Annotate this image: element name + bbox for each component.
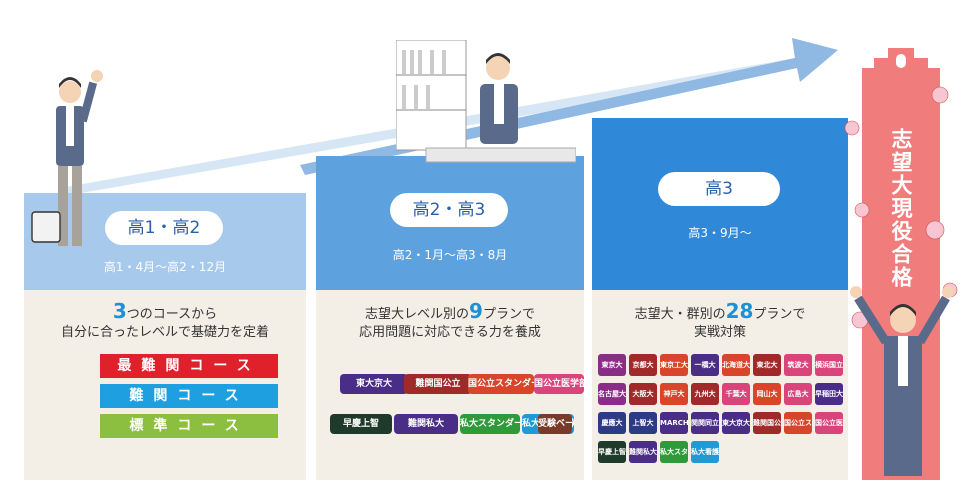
- panel-2-number: 9: [469, 299, 483, 323]
- plan-chip: 岡山大: [753, 383, 781, 405]
- panel-3-line2: 実戦対策: [693, 325, 746, 340]
- plan-chip: MARCH: [660, 412, 688, 434]
- plan-chip: 早稲田大: [815, 383, 843, 405]
- panel-2-line1-pre: 志望大レベル別の: [365, 307, 470, 322]
- panel-stage-1: 3つのコースから 自分に合ったレベルで基礎力を定着 最難関コース 難関コース 標…: [24, 290, 306, 480]
- panel-3-line1-post: プランで: [753, 307, 806, 322]
- panel-1-line1: つのコースから: [126, 307, 218, 322]
- course-1: 最難関コース: [100, 354, 278, 378]
- plan-chip: 難関私大: [629, 441, 657, 463]
- tower-top: [862, 48, 940, 82]
- plan-chip: 北海道大: [722, 354, 750, 376]
- panel-stage-2: 志望大レベル別の9プランで 応用問題に対応できる力を養成 東大京大難関国公立国公…: [316, 290, 584, 480]
- plan-badge: 国公立スタンダード: [468, 374, 534, 394]
- plan-chip: 東京工大: [660, 354, 688, 376]
- plan-chip: 東北大: [753, 354, 781, 376]
- panel-3-text: 志望大・群別の28プランで 実戦対策: [592, 299, 848, 342]
- course-2: 難関コース: [100, 384, 278, 408]
- plan-chip: 広島大: [784, 383, 812, 405]
- course-3: 標準コース: [100, 414, 278, 438]
- plan-chip: 神戸大: [660, 383, 688, 405]
- plan-badge: 受験ベーシック: [538, 414, 572, 434]
- student-studying-illustration: [396, 40, 576, 163]
- panel-2-text: 志望大レベル別の9プランで 応用問題に対応できる力を養成: [316, 299, 584, 342]
- panel-3-number: 28: [725, 299, 754, 323]
- panel-3-line1-pre: 志望大・群別の: [634, 307, 726, 322]
- stage-3-period: 高3・9月〜: [688, 226, 752, 240]
- panel-1-text: 3つのコースから 自分に合ったレベルで基礎力を定着: [24, 299, 306, 342]
- plan-chip: 関関同立: [691, 412, 719, 434]
- panel-1-number: 3: [112, 299, 127, 323]
- plan-chip: 国公立医学: [815, 412, 843, 434]
- plan-chip: 九州大: [691, 383, 719, 405]
- goal-text: 志望大現役合格: [889, 128, 913, 289]
- plan-chip: 筑波大: [784, 354, 812, 376]
- panel-stage-3: 志望大・群別の28プランで 実戦対策 東京大京都大東京工大一橋大北海道大東北大筑…: [592, 290, 848, 480]
- stage-2-pill: 高2・高3: [390, 193, 508, 227]
- stage-2-period: 高2・1月〜高3・8月: [392, 248, 508, 262]
- plan-chip: 私大看護: [691, 441, 719, 463]
- plan-chip: 私大スタ: [660, 441, 688, 463]
- panel-2-line2: 応用問題に対応できる力を養成: [359, 325, 541, 340]
- plan-badge: 国公立医学部: [534, 374, 584, 394]
- plan-chip: 千葉大: [722, 383, 750, 405]
- plan-chip: 東京大: [598, 354, 626, 376]
- plan-chip: 名古屋大: [598, 383, 626, 405]
- panel-2-line1-post: プランで: [482, 307, 535, 322]
- stage-1-period: 高1・4月〜高2・12月: [103, 260, 227, 274]
- plan-chip: 上智大: [629, 412, 657, 434]
- plan-badge: 難関私大: [394, 414, 458, 434]
- plan-chip: 京都大: [629, 354, 657, 376]
- plan-chip: 東大京大: [722, 412, 750, 434]
- plan-badge: 東大京大: [340, 374, 408, 394]
- plan-badge: 私大スタンダード: [460, 414, 520, 434]
- plan-chip: 国公立スタ: [784, 412, 812, 434]
- student-fist-illustration: [31, 70, 103, 246]
- panel-1-line2: 自分に合ったレベルで基礎力を定着: [60, 325, 269, 340]
- plan-badge: 難関国公立: [404, 374, 472, 394]
- plan-badge: 早慶上智: [330, 414, 392, 434]
- plan-chip: 慶應大: [598, 412, 626, 434]
- student-cheering-illustration: [850, 286, 954, 476]
- plan-chip: 大阪大: [629, 383, 657, 405]
- plan-chip: 早慶上智: [598, 441, 626, 463]
- plan-chip: 一橋大: [691, 354, 719, 376]
- plan-chip: 難関国公立: [753, 412, 781, 434]
- stage-3-pill: 高3: [658, 172, 780, 206]
- plan-chip: 横浜国立大: [815, 354, 843, 376]
- stage-1-pill: 高1・高2: [105, 211, 223, 245]
